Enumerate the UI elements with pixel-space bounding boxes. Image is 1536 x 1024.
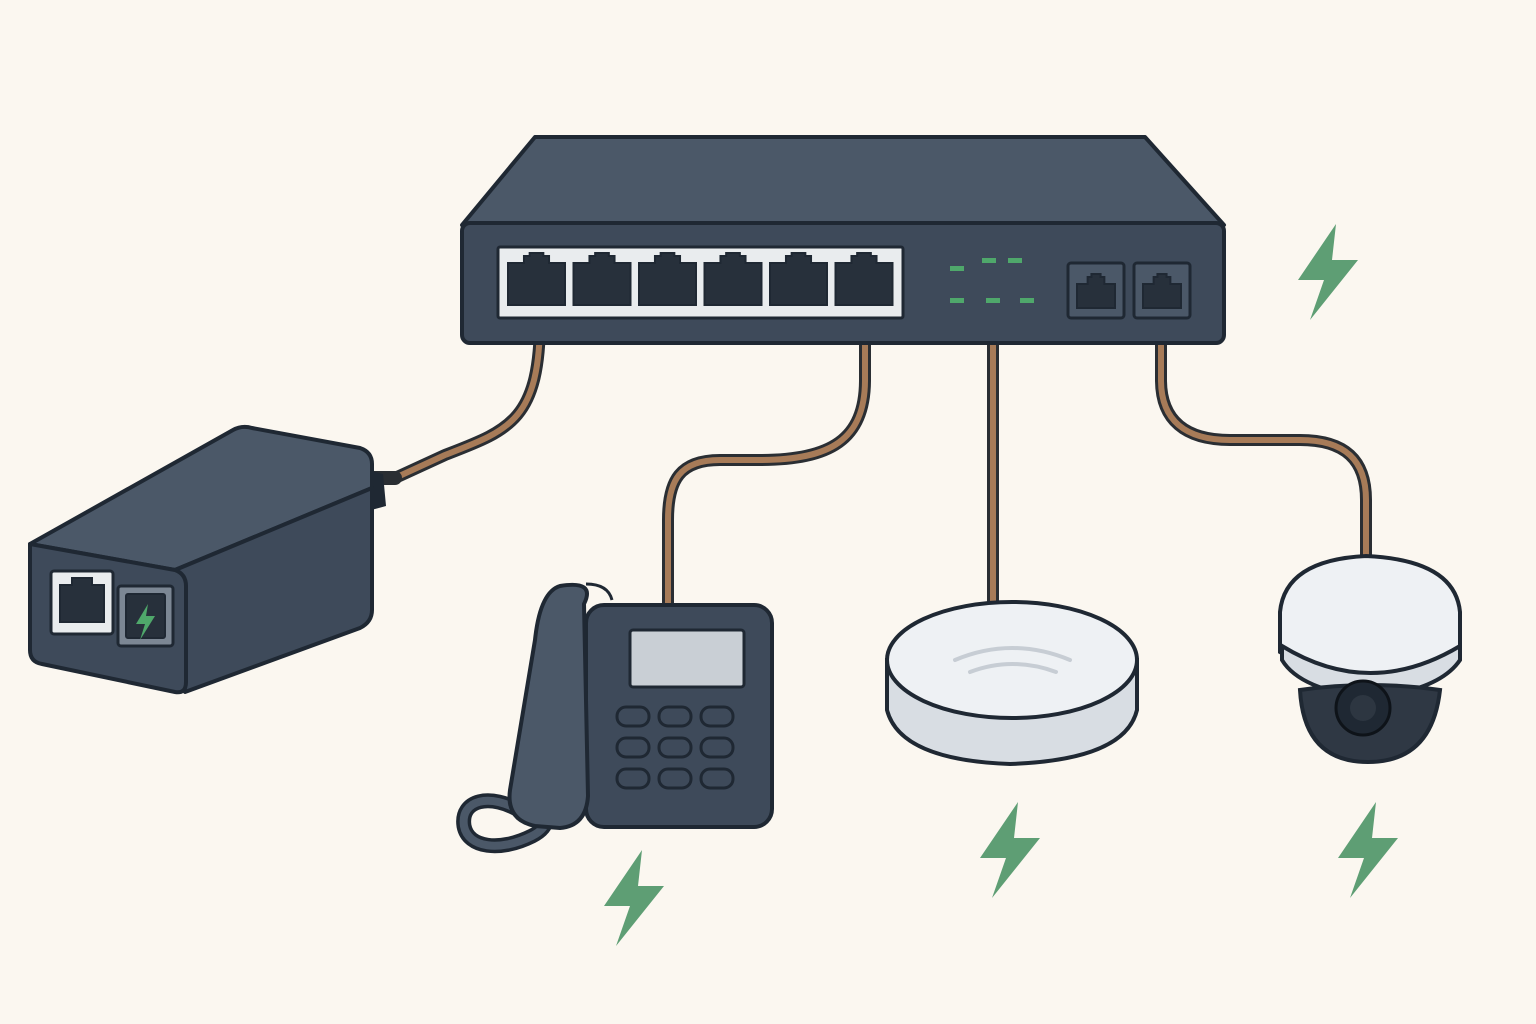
phone-keypad	[615, 705, 735, 790]
status-led	[950, 298, 964, 303]
status-led	[986, 298, 1000, 303]
switch-status-leds	[950, 258, 1034, 303]
status-led	[1020, 298, 1034, 303]
keypad-key	[657, 736, 693, 759]
lightning-bolt-icon	[980, 802, 1040, 898]
rj45-port-icon	[1076, 273, 1116, 309]
wireless-access-point-icon	[885, 600, 1139, 767]
lightning-bolt-icon	[1298, 224, 1358, 320]
switch-top-face	[460, 135, 1226, 227]
network-switch-icon	[460, 135, 1226, 345]
cable-switch-to-camera	[1155, 339, 1372, 566]
rj45-port-icon	[703, 252, 763, 306]
injector-top-face	[28, 424, 374, 572]
rj45-port-icon	[769, 252, 828, 306]
cable-switch-to-phone	[662, 339, 871, 618]
keypad-key	[699, 767, 735, 790]
rj45-port-icon	[59, 577, 105, 623]
keypad-key	[615, 705, 651, 728]
phone-handset	[507, 582, 590, 830]
injector-side-face	[173, 486, 374, 694]
rj45-port-icon	[638, 252, 697, 306]
power-indicators	[604, 224, 1398, 946]
keypad-key	[657, 767, 693, 790]
keypad-key	[615, 767, 651, 790]
rj45-port-icon	[572, 252, 632, 306]
status-led	[1008, 258, 1022, 263]
poe-injector-icon	[28, 424, 402, 695]
cable-switch-to-injector	[389, 312, 546, 484]
voip-phone-icon	[456, 582, 774, 854]
switch-poe-ports	[507, 252, 894, 306]
keypad-key	[657, 705, 693, 728]
switch-uplink-ports	[1066, 261, 1192, 320]
rj45-port-icon	[834, 252, 894, 306]
keypad-key	[699, 736, 735, 759]
lightning-bolt-icon	[604, 850, 664, 946]
keypad-key	[615, 736, 651, 759]
status-led	[982, 258, 996, 263]
lightning-bolt-icon	[136, 604, 155, 640]
status-led	[950, 266, 964, 271]
rj45-port-icon	[507, 252, 566, 306]
cables	[389, 312, 1372, 618]
phone-display	[628, 628, 746, 689]
keypad-key	[699, 705, 735, 728]
rj45-port-icon	[1142, 273, 1182, 309]
lightning-bolt-icon	[1338, 802, 1398, 898]
ap-top	[885, 600, 1139, 720]
dome-camera-icon	[1278, 553, 1462, 765]
